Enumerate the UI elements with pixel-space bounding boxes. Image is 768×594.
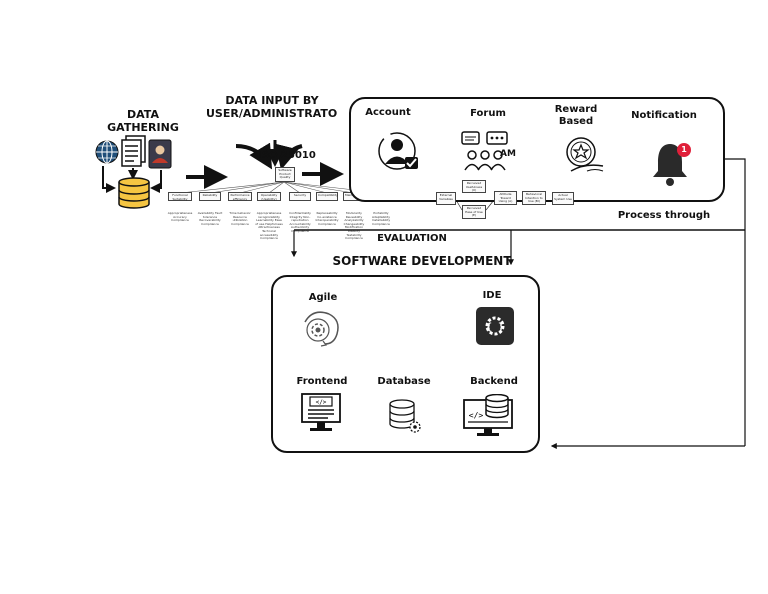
tam-node-ease: Perceived Ease of Use (E) <box>462 205 486 219</box>
notification-title: Notification Module <box>631 110 697 122</box>
svg-text:</>: </> <box>469 411 484 420</box>
software-development-title: SOFTWARE DEVELOPMENT <box>332 254 512 268</box>
forum-overlap-text: AM <box>500 149 516 159</box>
iso-subs-2: Time behavior Resource utilization Compl… <box>229 211 251 226</box>
iso-root-node: Software Product Quality <box>275 167 295 182</box>
tam-node-actual-use: Actual System Use <box>552 192 574 205</box>
account-title: Account <box>365 107 411 118</box>
iso-subs-3: Appropriateness recognizability Learnabi… <box>255 211 283 241</box>
group-chat-icon <box>460 130 510 172</box>
process-through-label: Process through <box>617 210 711 221</box>
tam-node-external: External Variables <box>436 192 456 205</box>
bell-icon <box>650 140 694 188</box>
arrow-globe-to-db <box>102 166 116 193</box>
iso-subs-0: Appropriateness Accuracy Compliance <box>167 211 193 223</box>
agile-label: Agile <box>308 292 338 303</box>
forum-title: Forum <box>470 108 506 119</box>
medal-ribbon-icon <box>557 133 607 177</box>
ide-label: IDE <box>482 290 502 301</box>
tam-node-intention: Behavioral Intention to Use (BI) <box>522 191 546 205</box>
code-gear-icon: { } <box>475 306 515 346</box>
svg-text:</>: </> <box>316 399 327 406</box>
iso-char-0: Functional Suitability <box>168 192 192 201</box>
arrow-user-to-db <box>150 170 162 193</box>
reward-title: Reward Based <box>554 104 598 127</box>
iso-char-4: Security <box>289 192 311 201</box>
iso-char-2: Performance efficiency <box>228 192 252 201</box>
tam-node-attitude: Attitude Toward Using (A) <box>494 191 517 205</box>
data-input-title: DATA INPUT BY USER/ADMINISTRATOR <box>206 95 338 120</box>
backend-label: Backend <box>470 376 518 387</box>
iso-subs-6: Modularity Reusability Analyzability Cha… <box>343 211 365 241</box>
server-code-icon: </> <box>462 393 514 438</box>
evaluation-label: EVALUATION <box>377 233 447 244</box>
iso-char-5: Compatibility <box>316 192 338 201</box>
monitor-code-icon: </> <box>300 392 342 436</box>
line-notification-out <box>722 158 746 446</box>
database-gear-icon <box>387 399 423 435</box>
iso-subs-5: Replaceability Co-existence Interoperabi… <box>315 211 339 226</box>
notification-badge-count: 1 <box>681 145 687 154</box>
tam-node-usefulness: Perceived Usefulness (U) <box>462 180 486 193</box>
globe-icon <box>95 140 119 164</box>
frontend-label: Frontend <box>296 376 348 387</box>
iso-subs-7: Portability Adaptability Installability … <box>371 211 391 226</box>
iso-subs-4: Confidentiality Integrity Non-repudiatio… <box>289 211 311 233</box>
person-check-icon <box>377 131 421 175</box>
user-profile-icon <box>148 139 172 169</box>
iso-subs-1: Availability Fault tolerance Recoverabil… <box>197 211 223 226</box>
database-icon <box>117 177 151 209</box>
svg-text:{ }: { } <box>486 322 504 333</box>
document-icon <box>121 135 147 167</box>
database-label: Database <box>377 376 431 387</box>
iso-char-1: Reliability <box>199 192 221 201</box>
iso-title: ISO 25010 <box>258 150 316 161</box>
data-gathering-title: DATA GATHERING <box>107 108 179 134</box>
agile-cycle-icon <box>299 308 343 348</box>
iso-char-3: Operability (Usability) <box>257 192 281 201</box>
